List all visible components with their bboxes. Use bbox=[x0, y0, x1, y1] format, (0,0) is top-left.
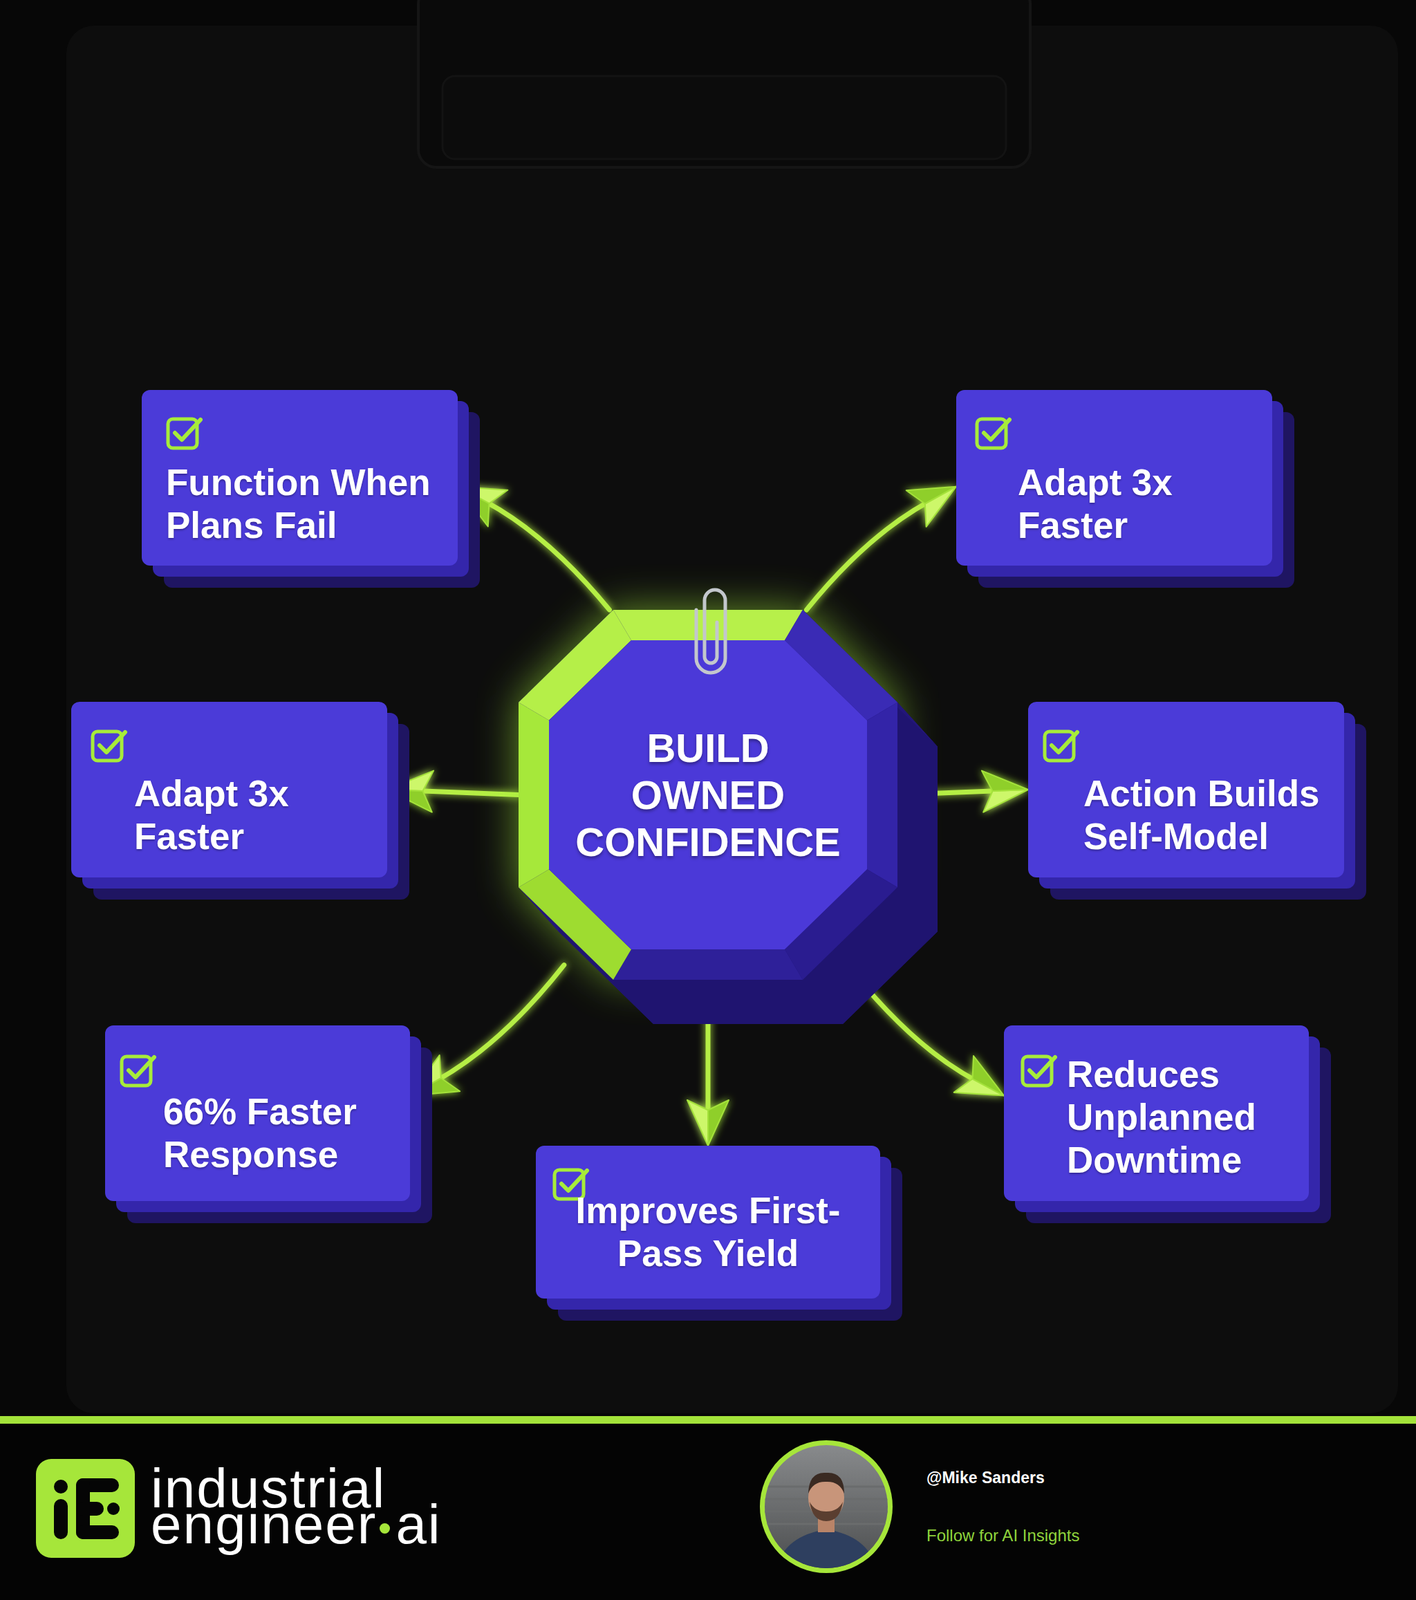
check-mark bbox=[128, 1057, 155, 1078]
arrow-head bbox=[410, 1055, 442, 1096]
logo-bar bbox=[53, 1498, 68, 1540]
arrow-head bbox=[708, 1100, 729, 1146]
box-text-group: Adapt 3x Faster bbox=[134, 772, 342, 859]
logo-mark bbox=[35, 1458, 135, 1558]
connector-arrow bbox=[457, 486, 610, 610]
box-text-group: 66% Faster Response bbox=[163, 1090, 399, 1177]
avatar-beard bbox=[809, 1501, 843, 1522]
box-label: Reduces Unplanned Downtime bbox=[1066, 1053, 1296, 1182]
hub-text-group: BUILD OWNED CONFIDENCE bbox=[569, 724, 847, 866]
arrow-head bbox=[457, 486, 489, 527]
arrow-head bbox=[906, 486, 957, 505]
connector-line bbox=[486, 501, 610, 610]
outcome-box: 66% Faster Response bbox=[105, 1025, 411, 1201]
logo-line: industrial bbox=[150, 1470, 442, 1507]
check-mark bbox=[1029, 1057, 1056, 1078]
box-text-group: Adapt 3x Faster bbox=[1017, 461, 1226, 547]
check-icon bbox=[974, 413, 1014, 453]
check-box bbox=[121, 1056, 151, 1086]
logo-wordmark: industrial engineerai bbox=[150, 1470, 442, 1543]
connector-line bbox=[859, 979, 976, 1081]
arrow-head bbox=[457, 486, 508, 505]
logo-line: engineerai bbox=[150, 1506, 442, 1543]
connector-line bbox=[418, 790, 519, 796]
octagon-glow bbox=[518, 609, 898, 980]
arrow-head bbox=[972, 1055, 1004, 1096]
check-mark bbox=[1051, 732, 1078, 753]
octagon-bevel bbox=[518, 702, 549, 888]
outcome-box: Action Builds Self-Model bbox=[1028, 701, 1345, 878]
check-icon bbox=[1020, 1050, 1060, 1090]
arrow-head bbox=[925, 486, 957, 527]
avatar-hair bbox=[808, 1472, 845, 1494]
box-label: 66% Faster Response bbox=[163, 1090, 399, 1177]
outcome-box: Adapt 3x Faster bbox=[71, 701, 388, 878]
check-mark bbox=[983, 419, 1010, 440]
check-mark bbox=[174, 419, 201, 440]
logo-dot bbox=[107, 1502, 120, 1515]
connector-line bbox=[806, 501, 929, 610]
check-icon bbox=[119, 1050, 159, 1090]
logo-bar bbox=[76, 1501, 104, 1516]
octagon-face bbox=[548, 640, 868, 950]
check-icon bbox=[165, 413, 205, 453]
connector-arrow bbox=[806, 486, 957, 610]
outcome-box: Adapt 3x Faster bbox=[956, 389, 1273, 566]
check-icon bbox=[90, 725, 130, 765]
avatar-photo bbox=[760, 1440, 892, 1577]
check-mark bbox=[99, 732, 126, 753]
hub-octagon: BUILD OWNED CONFIDENCE bbox=[518, 609, 898, 980]
outcome-box: Improves First-Pass Yield bbox=[535, 1145, 881, 1299]
arrow-head bbox=[981, 770, 1029, 791]
clipboard-clip bbox=[418, 0, 1031, 168]
arrow-head bbox=[687, 1100, 708, 1146]
logo-word: industrial bbox=[150, 1470, 442, 1507]
box-label: Function When Plans Fail bbox=[165, 461, 450, 547]
box-label: Action Builds Self-Model bbox=[1083, 772, 1340, 859]
box-text-group: Improves First-Pass Yield bbox=[555, 1189, 861, 1275]
footer-divider bbox=[0, 1416, 1416, 1424]
logo-word: engineer bbox=[150, 1506, 377, 1543]
box-label: Improves First-Pass Yield bbox=[555, 1189, 861, 1275]
hub-label: BUILD OWNED CONFIDENCE bbox=[569, 724, 847, 866]
check-box bbox=[168, 418, 198, 449]
connector-line bbox=[437, 965, 565, 1080]
logo-square bbox=[35, 1458, 135, 1558]
check-box bbox=[92, 731, 122, 761]
logo-word: ai bbox=[376, 1506, 442, 1543]
octagon-bevel bbox=[613, 609, 803, 641]
follow-note: Follow for AI Insights bbox=[926, 1525, 1080, 1546]
check-box bbox=[976, 418, 1006, 449]
clipboard-board bbox=[66, 25, 1399, 1414]
check-box bbox=[1022, 1056, 1052, 1086]
arrow-head bbox=[387, 770, 434, 791]
author-handle: @Mike Sanders bbox=[926, 1468, 1045, 1488]
connector-arrow bbox=[410, 965, 565, 1096]
box-label: Adapt 3x Faster bbox=[134, 772, 342, 859]
outcome-box: Function When Plans Fail bbox=[141, 389, 458, 566]
box-label: Adapt 3x Faster bbox=[1017, 461, 1226, 547]
arrow-head bbox=[410, 1077, 460, 1096]
check-icon bbox=[1042, 725, 1082, 765]
octagon-bevel bbox=[613, 949, 803, 980]
arrow-head bbox=[954, 1078, 1004, 1096]
arrow-head bbox=[387, 789, 433, 813]
logo-bar bbox=[76, 1525, 119, 1540]
connector-arrow bbox=[859, 979, 1004, 1096]
clipboard-clip-inner bbox=[442, 76, 1006, 160]
avatar-shirt bbox=[774, 1529, 879, 1577]
check-mark bbox=[561, 1170, 588, 1191]
box-text-group: Function When Plans Fail bbox=[165, 461, 450, 547]
logo-dot bbox=[53, 1479, 68, 1494]
footer-band bbox=[0, 1423, 1416, 1600]
arrow-head bbox=[983, 789, 1029, 813]
box-text-group: Action Builds Self-Model bbox=[1083, 772, 1340, 859]
box-text-group: Reduces Unplanned Downtime bbox=[1066, 1053, 1296, 1182]
check-box bbox=[1044, 731, 1074, 761]
outcome-box: Reduces Unplanned Downtime bbox=[1003, 1025, 1309, 1201]
octagon-bevel bbox=[867, 702, 898, 888]
connector-arrow bbox=[387, 770, 519, 813]
